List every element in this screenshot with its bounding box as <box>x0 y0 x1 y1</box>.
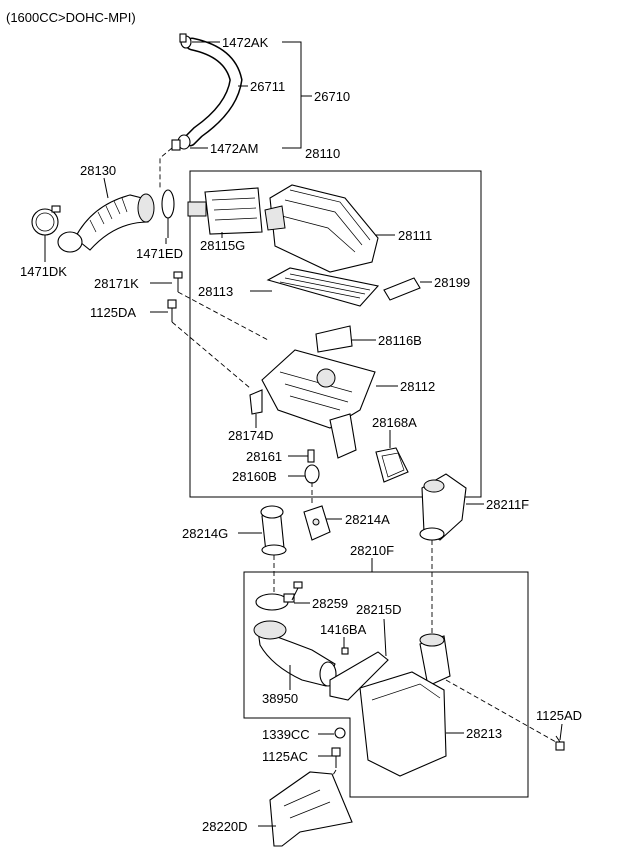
label-28115G: 28115G <box>200 238 245 253</box>
air-cleaner-group-box <box>189 170 482 498</box>
label-1471ED: 1471ED <box>136 246 183 261</box>
label-28214A: 28214A <box>345 512 390 527</box>
bolt-1125AD <box>555 735 565 751</box>
label-28259: 28259 <box>312 596 348 611</box>
label-1472AK: 1472AK <box>222 35 269 50</box>
label-28113: 28113 <box>198 284 233 299</box>
label-28171K: 28171K <box>94 276 139 291</box>
label-28112: 28112 <box>400 379 435 394</box>
label-28211F: 28211F <box>486 497 529 512</box>
bracket-28116B <box>315 325 353 353</box>
label-28215D: 28215D <box>356 602 402 617</box>
label-28220D: 28220D <box>202 819 248 834</box>
label-1472AM: 1472AM <box>210 141 258 156</box>
clamp-1471ED <box>161 189 175 238</box>
bolt-28171K <box>173 271 183 292</box>
bolt-1125DA <box>167 299 177 322</box>
air-cleaner-cover-28111 <box>264 184 379 273</box>
breather-hose-26711 <box>183 37 243 147</box>
seal-28168A <box>375 447 409 483</box>
label-28168A: 28168A <box>372 415 417 430</box>
label-28174D: 28174D <box>228 428 274 443</box>
bolt-28259 <box>291 581 303 601</box>
duct-28214G <box>260 505 287 556</box>
label-26711: 26711 <box>250 79 285 94</box>
label-28161: 28161 <box>246 449 282 464</box>
label-1471DK: 1471DK <box>20 264 67 279</box>
label-1416BA: 1416BA <box>320 622 367 637</box>
mount-28160B <box>304 464 320 484</box>
clamp-28259 <box>255 593 295 611</box>
group-box-26710 <box>282 41 302 149</box>
bracket-28220D <box>269 771 353 847</box>
label-1125DA: 1125DA <box>90 305 136 320</box>
resonator-28213 <box>359 671 447 777</box>
bracket-28214A <box>303 505 331 541</box>
bolt-1416BA <box>341 647 349 655</box>
resonator-28115G <box>187 187 263 235</box>
label-28130: 28130 <box>80 163 116 178</box>
leader-lines <box>44 41 563 827</box>
label-28213: 28213 <box>466 726 502 741</box>
label-1125AD: 1125AD <box>536 708 582 723</box>
duct-28211F <box>419 473 467 541</box>
label-1339CC: 1339CC <box>262 727 310 742</box>
label-28199: 28199 <box>434 275 470 290</box>
label-28116B: 28116B <box>378 333 422 348</box>
engine-spec-title: (1600CC>DOHC-MPI) <box>6 10 136 25</box>
label-28110: 28110 <box>305 146 340 161</box>
filter-element-28113 <box>266 267 380 307</box>
bolt-1125AC <box>331 747 341 768</box>
intake-hose-28130 <box>57 193 155 253</box>
label-1125AC: 1125AC <box>262 749 308 764</box>
clamp-1472AM <box>171 134 191 151</box>
label-28214G: 28214G <box>182 526 228 541</box>
label-28160B: 28160B <box>232 469 277 484</box>
grommet-28161 <box>307 449 315 463</box>
air-cleaner-body-28112 <box>261 349 376 459</box>
hose-38950 <box>253 620 337 687</box>
label-26710: 26710 <box>314 89 350 104</box>
clamp-1472AK <box>179 33 192 49</box>
label-28111: 28111 <box>398 228 432 243</box>
element-28199 <box>383 277 421 301</box>
label-38950: 38950 <box>262 691 298 706</box>
bracket-28174D <box>249 389 263 415</box>
nut-1339CC <box>334 727 346 739</box>
duct-inlet-28213 <box>419 633 451 687</box>
clamp-1471DK <box>31 205 61 236</box>
duct-group-box <box>243 571 529 798</box>
bracket-28215D <box>329 651 389 701</box>
label-28210F: 28210F <box>350 543 394 558</box>
